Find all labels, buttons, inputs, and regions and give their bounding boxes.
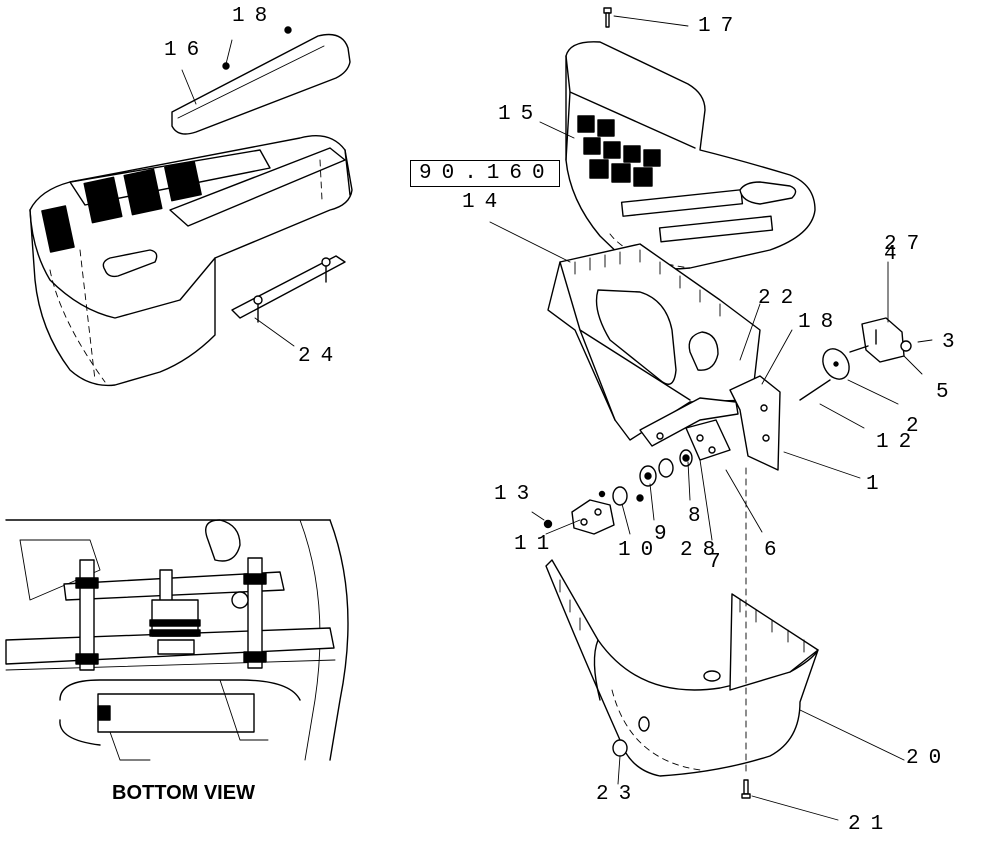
callout-14: 14 [462, 191, 508, 214]
screw-21 [741, 779, 751, 799]
callout-4: 4 [884, 243, 907, 266]
switch-assembly [799, 317, 912, 401]
callout-28: 28 [680, 539, 726, 562]
callout-23: 23 [596, 783, 642, 806]
callout-9: 9 [654, 523, 677, 546]
bottom-view-caption: BOTTOM VIEW [112, 782, 255, 804]
screw-17 [603, 7, 612, 28]
callout-21: 21 [848, 813, 894, 836]
leaders-top-left [181, 39, 295, 347]
lower-cover [545, 559, 819, 777]
frame [547, 243, 761, 441]
callout-27: 27 [884, 233, 930, 256]
callout-3: 3 [942, 331, 965, 354]
callout-10: 10 [618, 539, 664, 562]
callout-11: 11 [514, 533, 560, 556]
top-cover [565, 41, 816, 270]
bottom-view [5, 519, 349, 761]
callout-15: 15 [498, 103, 544, 126]
callout-22: 22 [758, 287, 804, 310]
callout-5: 5 [936, 381, 959, 404]
leaders-right [489, 15, 933, 821]
callout-24: 24 [298, 345, 344, 368]
hardware-stack [543, 449, 693, 535]
callout-16: 16 [164, 39, 210, 62]
callout-17: 17 [698, 15, 744, 38]
callout-1: 1 [866, 473, 889, 496]
callout-7: 7 [708, 551, 731, 574]
callout-12: 12 [876, 431, 922, 454]
callout-13: 13 [494, 483, 540, 506]
callout-18-top: 18 [232, 5, 278, 28]
reference-box: 90.160 [410, 160, 560, 187]
assembled-console [29, 26, 353, 387]
callout-2: 2 [906, 415, 929, 438]
callout-8-upper: 8 [688, 505, 711, 528]
plug-23 [612, 739, 628, 757]
bracket-1 [639, 375, 781, 471]
callout-6: 6 [764, 539, 787, 562]
callout-20: 20 [906, 747, 952, 770]
callout-18-right: 18 [798, 311, 844, 334]
